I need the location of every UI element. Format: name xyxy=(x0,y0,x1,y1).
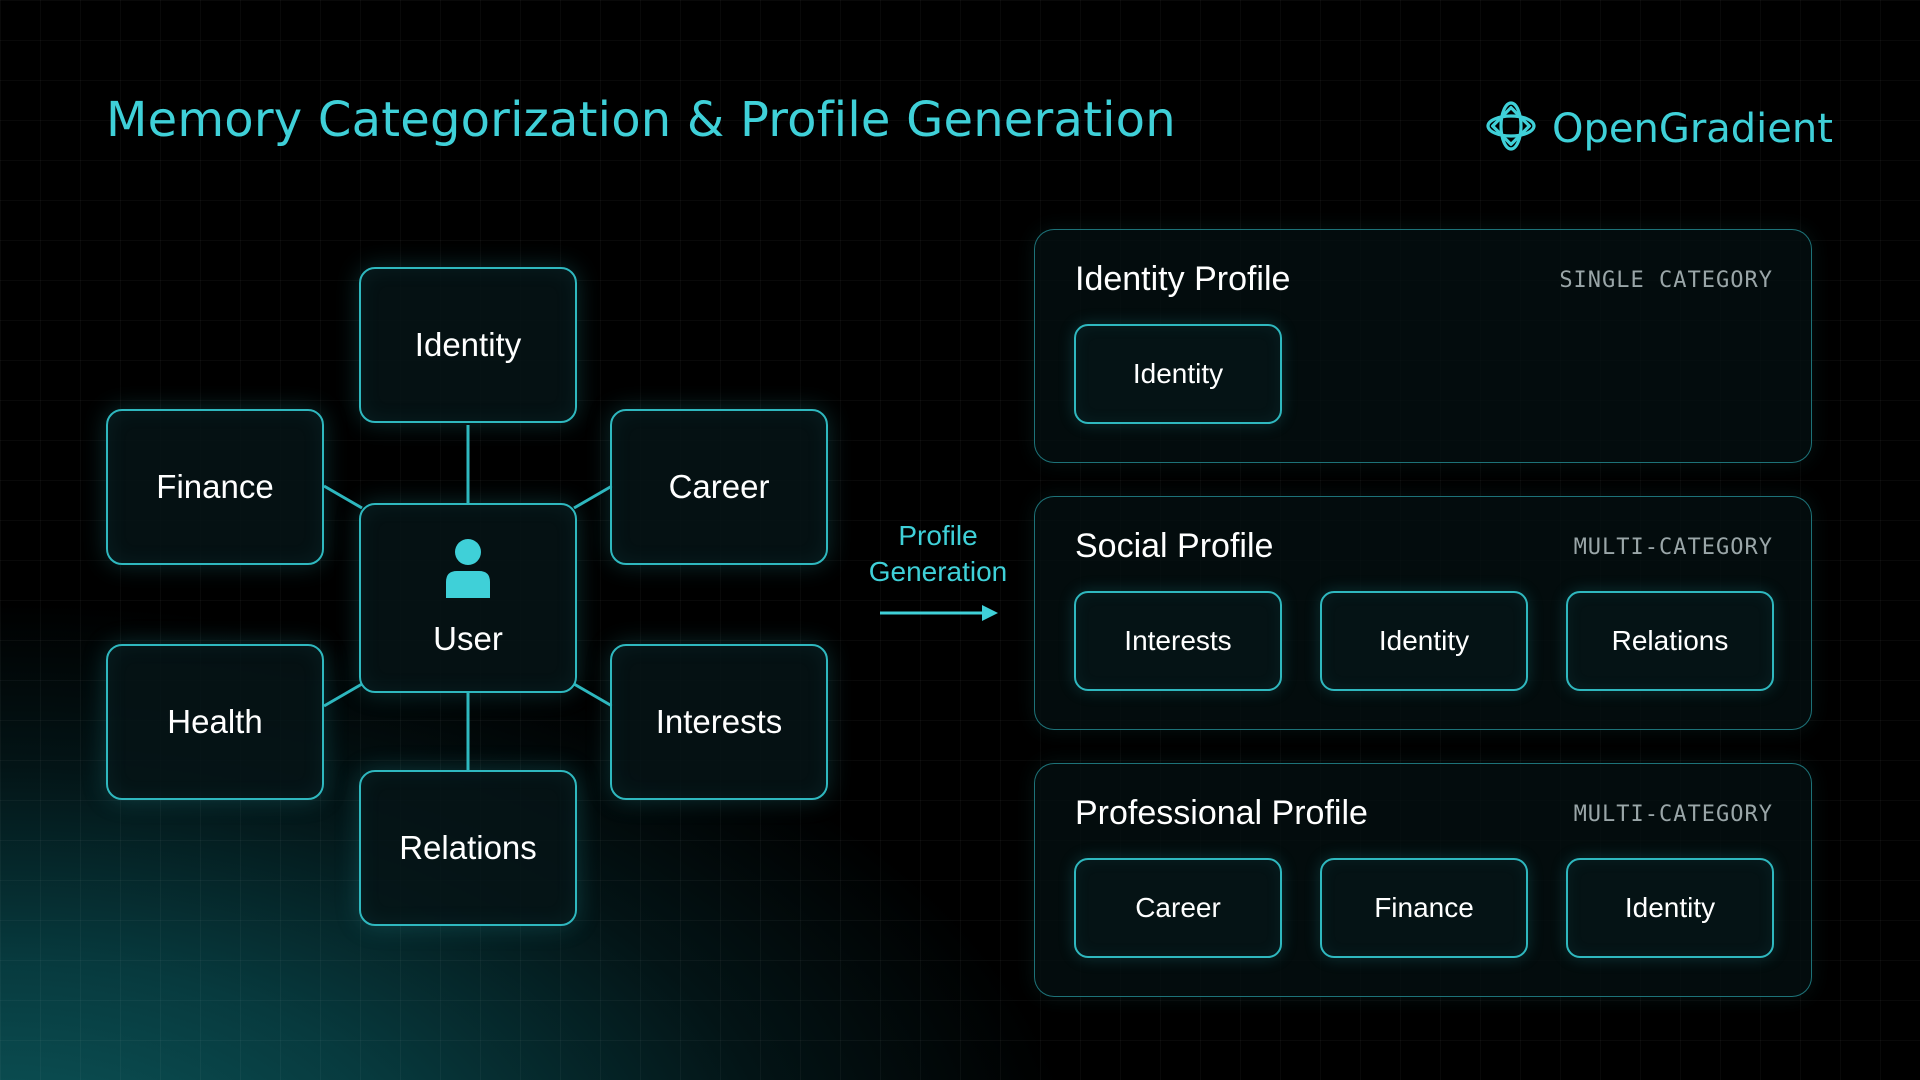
user-label: User xyxy=(433,620,503,657)
connector-health xyxy=(323,682,363,708)
panel-tag: SINGLE CATEGORY xyxy=(1559,268,1773,293)
page-title: Memory Categorization & Profile Generati… xyxy=(106,92,1176,148)
social-profile-panel: Social Profile MULTI-CATEGORY Interests … xyxy=(1034,496,1812,730)
user-hub: User xyxy=(359,503,577,693)
category-label: Finance xyxy=(156,468,274,505)
user-icon xyxy=(445,538,491,608)
category-finance: Finance xyxy=(106,409,324,565)
profile-chip: Finance xyxy=(1320,858,1528,958)
opengradient-logo-icon xyxy=(1480,95,1542,162)
category-label: Interests xyxy=(655,703,783,740)
category-career: Career xyxy=(610,409,828,565)
profile-generation-label: Profile Generation xyxy=(858,518,1018,590)
connector-finance xyxy=(323,484,363,510)
profile-chip: Relations xyxy=(1566,591,1774,691)
identity-profile-panel: Identity Profile SINGLE CATEGORY Identit… xyxy=(1034,229,1812,463)
profile-chip: Interests xyxy=(1074,591,1282,691)
panel-title: Social Profile xyxy=(1075,527,1274,565)
category-label: Career xyxy=(668,468,770,505)
category-label: Relations xyxy=(399,829,537,866)
profile-chip: Identity xyxy=(1320,591,1528,691)
category-identity: Identity xyxy=(359,267,577,423)
category-label: Health xyxy=(167,703,263,740)
arrow-label-line-2: Generation xyxy=(868,556,1008,587)
panel-title: Identity Profile xyxy=(1075,260,1291,298)
category-relations: Relations xyxy=(359,770,577,926)
panel-tag: MULTI-CATEGORY xyxy=(1573,802,1773,827)
brand-name: OpenGradient xyxy=(1552,105,1833,152)
category-health: Health xyxy=(106,644,324,800)
panel-tag: MULTI-CATEGORY xyxy=(1573,535,1773,560)
profile-chip: Identity xyxy=(1566,858,1774,958)
connector-career xyxy=(573,484,613,510)
profile-chip: Identity xyxy=(1074,324,1282,424)
profile-chip: Career xyxy=(1074,858,1282,958)
connector-interests xyxy=(573,682,613,708)
profile-generation-arrow xyxy=(880,605,998,621)
brand: OpenGradient xyxy=(1480,95,1833,162)
category-interests: Interests xyxy=(610,644,828,800)
category-label: Identity xyxy=(414,326,522,363)
panel-title: Professional Profile xyxy=(1075,794,1368,832)
arrow-label-line-1: Profile xyxy=(898,520,978,551)
professional-profile-panel: Professional Profile MULTI-CATEGORY Care… xyxy=(1034,763,1812,997)
